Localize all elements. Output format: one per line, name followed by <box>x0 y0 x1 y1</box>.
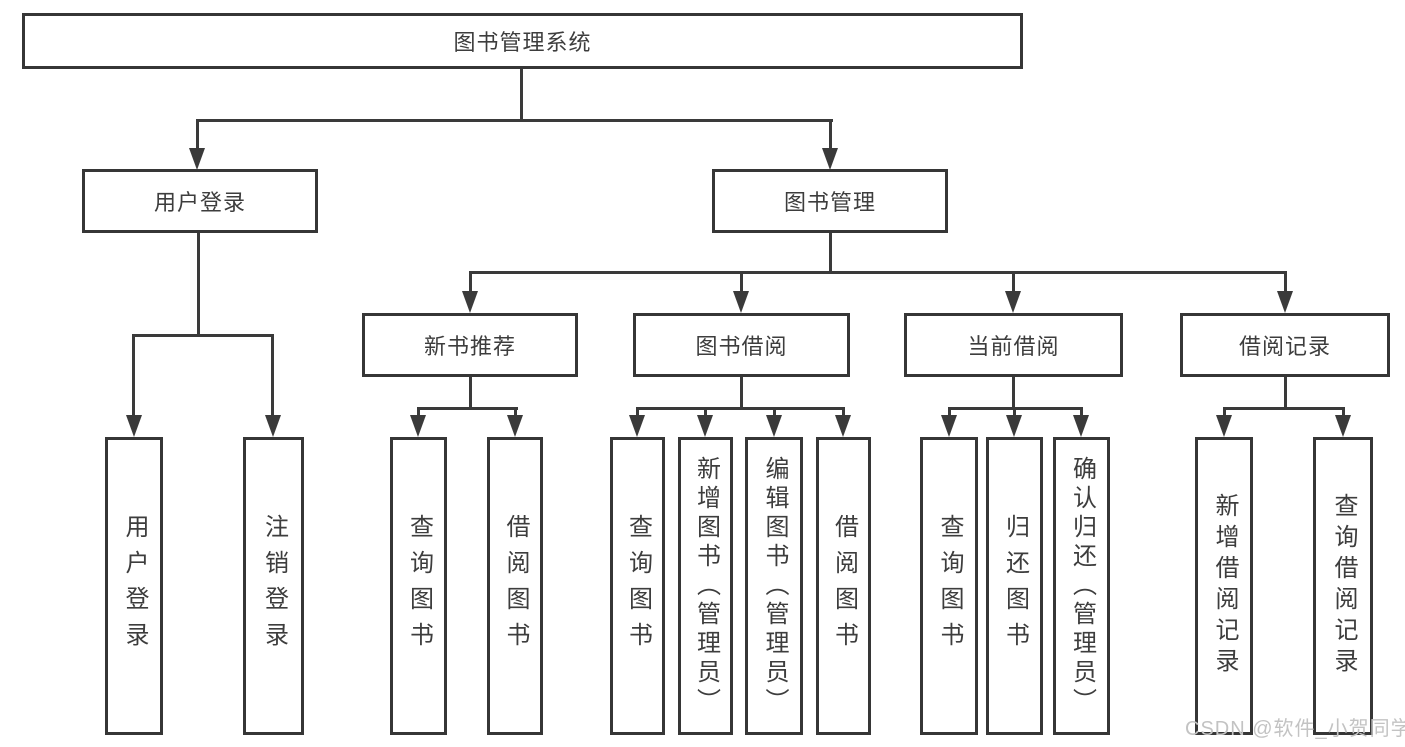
node-book-borrowing: 图书借阅 <box>633 313 850 377</box>
connector-borrow-leaf1-drop <box>636 407 639 417</box>
connector-root-bar <box>196 119 833 122</box>
connector-current-leaf3-drop <box>1080 407 1083 417</box>
connector-user-leaf2-drop <box>271 334 274 417</box>
leaf-query-borrow-record: 查询借阅记录 <box>1313 437 1373 735</box>
connector-book-mgmt-drop <box>829 119 832 149</box>
connector-newbook-leaf1-drop <box>417 407 420 417</box>
leaf-return-books: 归还图书 <box>986 437 1043 735</box>
leaf-label: 查询图书 <box>624 514 652 658</box>
node-label: 借阅记录 <box>1238 334 1331 359</box>
node-current-borrowing: 当前借阅 <box>904 313 1123 377</box>
connector-borrow-leaf4-drop <box>842 407 845 417</box>
leaf-query-books-2: 查询图书 <box>610 437 665 735</box>
arrowhead-borrow-leaf1 <box>629 415 645 437</box>
leaf-add-books-admin: 新增图书（管理员） <box>678 437 733 735</box>
arrowhead-user-leaf2 <box>265 415 281 437</box>
node-book-management: 图书管理 <box>712 169 948 233</box>
node-label: 图书管理 <box>783 190 876 215</box>
connector-current-drop <box>1012 271 1015 293</box>
connector-user-login-drop <box>196 119 199 149</box>
connector-current-leaf2-drop <box>1013 407 1016 417</box>
connector-borrow-stem <box>740 377 743 410</box>
connector-mgmt-bar <box>469 271 1287 274</box>
leaf-label: 借阅图书 <box>830 514 858 658</box>
leaf-query-books-3: 查询图书 <box>920 437 978 735</box>
leaf-label: 编辑图书（管理员） <box>761 455 788 717</box>
node-library-management-system: 图书管理系统 <box>22 13 1023 69</box>
arrowhead-records-leaf1 <box>1216 415 1232 437</box>
arrowhead-borrow-leaf4 <box>835 415 851 437</box>
leaf-query-books-1: 查询图书 <box>390 437 447 735</box>
leaf-label: 用户登录 <box>121 514 148 658</box>
connector-records-leaf1-drop <box>1223 407 1226 417</box>
arrowhead-user-login <box>189 148 205 170</box>
connector-newbook-drop <box>469 271 472 293</box>
arrowhead-current-leaf3 <box>1073 415 1089 437</box>
leaf-label: 确认归还（管理员） <box>1068 455 1096 717</box>
arrowhead-book-mgmt <box>822 148 838 170</box>
arrowhead-newbook-leaf2 <box>507 415 523 437</box>
leaf-label: 新增图书（管理员） <box>692 455 720 717</box>
leaf-add-borrow-record: 新增借阅记录 <box>1195 437 1253 735</box>
leaf-label: 注销登录 <box>260 514 288 658</box>
arrowhead-user-leaf1 <box>126 415 142 437</box>
connector-newbook-leaf2-drop <box>514 407 517 417</box>
leaf-label: 查询借阅记录 <box>1330 493 1357 679</box>
connector-records-leaf2-drop <box>1342 407 1345 417</box>
leaf-borrow-books-2: 借阅图书 <box>816 437 871 735</box>
arrowhead-borrow-leaf2 <box>697 415 713 437</box>
connector-records-stem <box>1284 377 1287 410</box>
connector-mgmt-stem <box>829 233 832 274</box>
leaf-label: 归还图书 <box>1001 514 1029 658</box>
connector-user-group-stem <box>197 233 200 336</box>
leaf-logout: 注销登录 <box>243 437 304 735</box>
arrowhead-borrow-leaf3 <box>766 415 782 437</box>
watermark: CSDN @软件_小贺同学 <box>1185 718 1405 740</box>
connector-current-stem <box>1012 377 1015 410</box>
connector-borrow-drop <box>740 271 743 293</box>
connector-current-leaf1-drop <box>948 407 951 417</box>
node-label: 用户登录 <box>153 190 246 215</box>
connector-records-bar <box>1223 407 1345 410</box>
arrowhead-current <box>1005 291 1021 313</box>
connector-user-leaf1-drop <box>132 334 135 417</box>
connector-borrow-leaf3-drop <box>773 407 776 417</box>
connector-borrow-leaf2-drop <box>704 407 707 417</box>
node-label: 图书管理系统 <box>453 30 592 55</box>
node-label: 图书借阅 <box>695 334 788 359</box>
node-label: 当前借阅 <box>967 334 1060 359</box>
node-label: 新书推荐 <box>423 334 516 359</box>
node-new-book-recommend: 新书推荐 <box>362 313 578 377</box>
connector-user-group-bar <box>132 334 274 337</box>
leaf-user-login: 用户登录 <box>105 437 163 735</box>
connector-borrow-bar <box>636 407 845 410</box>
leaf-label: 查询图书 <box>936 514 963 658</box>
connector-root-stem <box>520 69 523 121</box>
leaf-borrow-books-1: 借阅图书 <box>487 437 543 735</box>
node-user-login: 用户登录 <box>82 169 318 233</box>
connector-records-drop <box>1284 271 1287 293</box>
node-borrowing-records: 借阅记录 <box>1180 313 1390 377</box>
arrowhead-current-leaf2 <box>1006 415 1022 437</box>
arrowhead-records-leaf2 <box>1335 415 1351 437</box>
arrowhead-current-leaf1 <box>941 415 957 437</box>
arrowhead-newbook-leaf1 <box>410 415 426 437</box>
arrowhead-records <box>1277 291 1293 313</box>
leaf-edit-books-admin: 编辑图书（管理员） <box>745 437 803 735</box>
arrowhead-newbook <box>462 291 478 313</box>
leaf-label: 查询图书 <box>405 514 433 658</box>
leaf-label: 借阅图书 <box>502 514 529 658</box>
leaf-label: 新增借阅记录 <box>1211 493 1238 679</box>
arrowhead-borrow <box>733 291 749 313</box>
leaf-confirm-return-admin: 确认归还（管理员） <box>1053 437 1110 735</box>
connector-newbook-stem <box>469 377 472 410</box>
connector-newbook-bar <box>417 407 518 410</box>
